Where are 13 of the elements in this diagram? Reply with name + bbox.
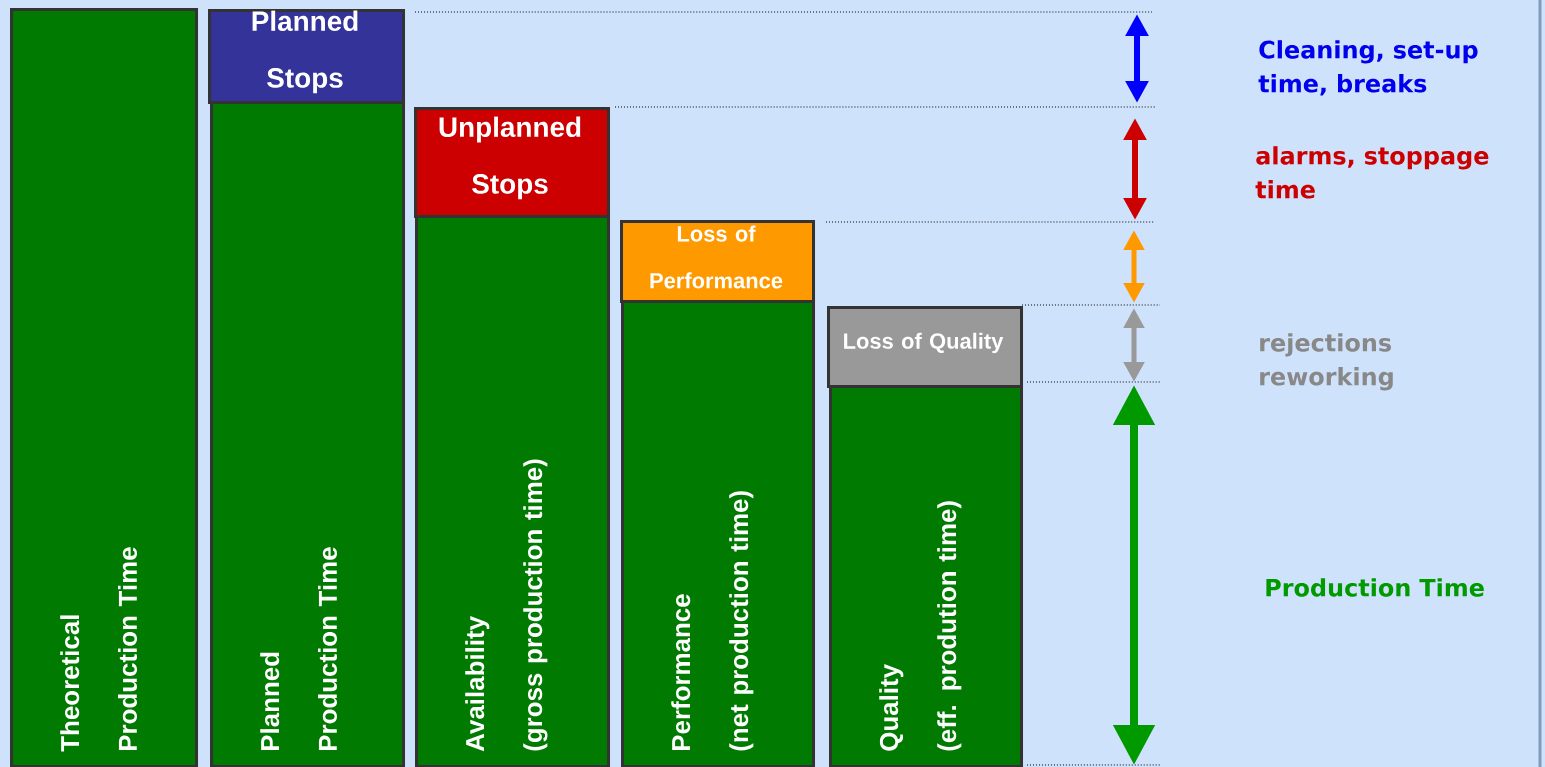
annotation-text: Cleaning, set-up time, breaks [1258, 40, 1478, 96]
time-bar: Availability (gross production time) [415, 215, 610, 767]
time-bar: Theoretical Production Time [10, 8, 198, 767]
time-bar: Quality (eff. prodution time) [829, 385, 1023, 767]
loss-box: Loss of Performance [620, 220, 815, 303]
time-bar: Planned Production Time [210, 101, 405, 767]
annotation-text: Production Time [1266, 578, 1484, 597]
loss-box: Unplanned Stops [414, 107, 610, 218]
loss-box: Loss of Quality [827, 306, 1023, 388]
annotation-text: alarms, stoppage time [1255, 146, 1489, 199]
time-bar: Performance (net production time) [621, 300, 815, 767]
loss-box: Planned Stops [208, 9, 405, 104]
annotation-text: rejections reworking [1260, 333, 1393, 391]
